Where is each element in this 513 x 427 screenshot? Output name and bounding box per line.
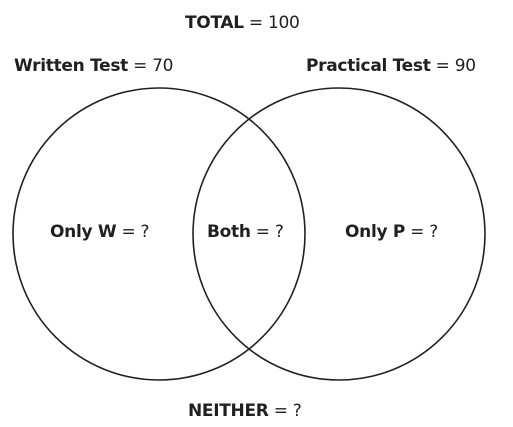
neither-label: NEITHER = ? xyxy=(188,401,302,421)
only-w-label: Only W = ? xyxy=(50,222,150,242)
practical-test-label: Practical Test = 90 xyxy=(306,56,476,76)
written-test-circle xyxy=(12,87,306,381)
practical-test-circle xyxy=(192,87,486,381)
total-label: TOTAL = 100 xyxy=(185,13,300,33)
only-p-label: Only P = ? xyxy=(345,222,438,242)
both-label: Both = ? xyxy=(207,222,284,242)
written-test-label: Written Test = 70 xyxy=(14,56,174,76)
